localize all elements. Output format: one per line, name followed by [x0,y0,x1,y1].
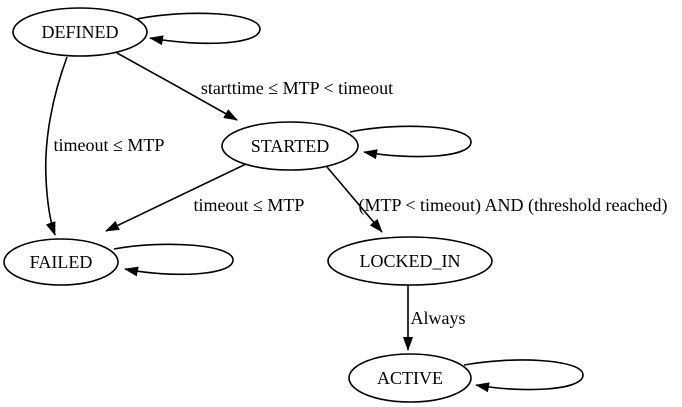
node-active: ACTIVE [348,353,472,403]
edge-started-lockedin [326,166,383,233]
edge-started-failed [105,163,247,232]
edge-label-defined-failed: timeout ≤ MTP [54,135,165,155]
node-lockedin-shape [327,236,493,286]
node-defined-shape [12,7,148,57]
node-defined: DEFINED [12,7,148,57]
edge-layer [44,12,584,393]
node-started-shape [221,121,359,171]
node-layer: DEFINED STARTED FAILED LOCKED_IN ACTIVE [3,7,493,403]
node-started-label: STARTED [251,136,329,156]
edge-label-defined-started: starttime ≤ MTP < timeout [201,78,393,98]
edge-label-started-lockedin: (MTP < timeout) AND (threshold reached) [359,195,668,216]
node-active-shape [348,353,472,403]
edge-label-lockedin-active: Always [411,308,466,328]
node-failed-shape [3,238,119,286]
node-started: STARTED [221,121,359,171]
node-active-label: ACTIVE [377,368,443,388]
node-failed: FAILED [3,238,119,286]
edge-label-started-failed: timeout ≤ MTP [194,195,305,215]
edge-defined-self-loop [136,12,261,46]
node-lockedin: LOCKED_IN [327,236,493,286]
node-failed-label: FAILED [30,252,93,272]
edge-started-self-loop [349,125,472,160]
node-lockedin-label: LOCKED_IN [360,251,461,271]
edge-active-self-loop [463,359,584,393]
node-defined-label: DEFINED [42,22,119,42]
edge-defined-started [116,52,238,121]
edge-defined-failed [44,56,68,236]
edge-failed-self-loop [113,243,234,277]
edge-label-layer: starttime ≤ MTP < timeout timeout ≤ MTP … [54,78,668,328]
